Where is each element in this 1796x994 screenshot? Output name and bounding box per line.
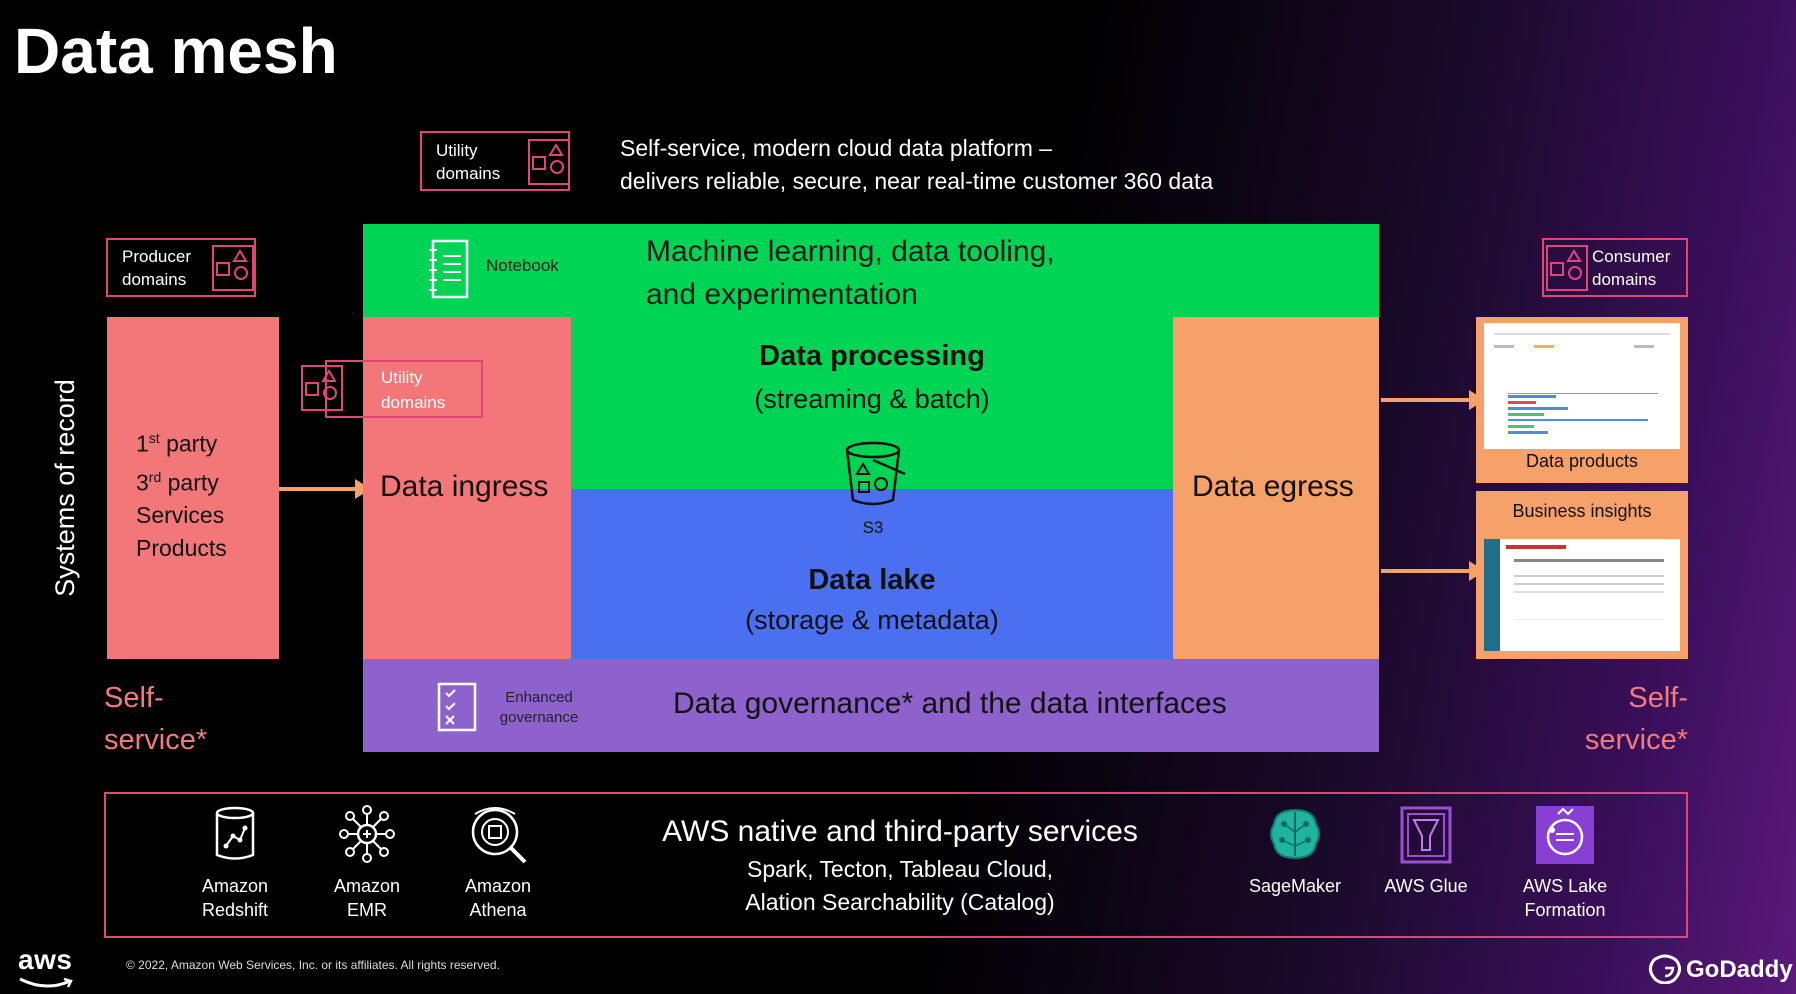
- systems-of-record-box: [107, 317, 279, 659]
- self-service-right: Self- service*: [1560, 677, 1688, 761]
- glue-icon: [1400, 806, 1452, 864]
- data-ingress-label: Data ingress: [380, 470, 549, 503]
- slide-title: Data mesh: [14, 15, 338, 87]
- service-aws-glue: AWS Glue: [1366, 874, 1486, 898]
- tag-label-line1: Consumer: [1592, 247, 1671, 266]
- service-name-line1: Amazon: [464, 876, 532, 896]
- dashboard-thumbnail: [1484, 323, 1680, 449]
- tag-label-line1: Utility: [381, 368, 423, 387]
- source-item: Products: [136, 535, 227, 562]
- governance-label-line2: governance: [499, 709, 579, 726]
- service-name-line2: Athena: [469, 900, 527, 920]
- self-service-line2: service*: [1584, 724, 1688, 756]
- source-item: 3rd party: [136, 468, 219, 496]
- services-panel: [104, 792, 1688, 938]
- self-service-line1: Self-: [1628, 682, 1688, 714]
- data-processing-subtitle: (streaming & batch): [754, 384, 990, 414]
- data-products-card: Data products: [1476, 317, 1688, 483]
- data-ingress-block: [363, 317, 571, 659]
- service-amazon-redshift: Amazon Redshift: [180, 874, 290, 922]
- domain-shapes-icon: [528, 139, 570, 185]
- aws-smile-icon: [19, 977, 73, 988]
- data-lake-subtitle: (storage & metadata): [745, 605, 999, 635]
- lake-formation-icon: [1536, 806, 1594, 864]
- governance-text: Data governance* and the data interfaces: [673, 687, 1227, 720]
- tag-label-line2: domains: [122, 270, 187, 289]
- tag-label-line2: domains: [1592, 270, 1657, 289]
- governance-layer: [363, 659, 1379, 752]
- self-service-line1: Self-: [104, 682, 164, 714]
- domain-shapes-icon: [1546, 245, 1588, 291]
- domain-shapes-icon: [301, 365, 343, 411]
- service-name-line1: Amazon: [333, 876, 401, 896]
- s3-bucket-icon: [845, 441, 906, 506]
- tag-label-line2: domains: [381, 393, 446, 412]
- subtitle-line2: delivers reliable, secure, near real-tim…: [620, 168, 1214, 194]
- data-products-label: Data products: [1525, 451, 1639, 471]
- redshift-icon: [215, 806, 255, 860]
- producer-domains-tag: Producer domains: [106, 238, 256, 297]
- s3-label: S3: [862, 518, 884, 537]
- tag-label-line2: domains: [436, 164, 501, 183]
- platform-description: Self-service, modern cloud data platform…: [620, 132, 1213, 198]
- arrow-to-data-products: [1381, 390, 1485, 410]
- utility-domains-tag-top: Utility domains: [420, 131, 570, 191]
- athena-icon: [471, 807, 527, 864]
- service-sagemaker: SageMaker: [1234, 874, 1356, 898]
- dashboard-thumbnail: [1484, 539, 1680, 651]
- utility-domains-tag-left: Utility domains: [325, 360, 483, 418]
- source-item: Services: [136, 502, 225, 529]
- service-name-line1: Amazon: [201, 876, 269, 896]
- services-line2: Spark, Tecton, Tableau Cloud,: [746, 856, 1054, 882]
- data-egress-label: Data egress: [1192, 470, 1354, 503]
- tag-label-line1: Utility: [436, 141, 478, 160]
- consumer-domains-tag: Consumer domains: [1542, 238, 1688, 297]
- domain-shapes-icon: [212, 245, 254, 291]
- service-name-line1: AWS Lake: [1522, 876, 1608, 896]
- notebook-label: Notebook: [486, 256, 559, 275]
- sagemaker-icon: [1270, 808, 1320, 860]
- arrow-to-business-insights: [1381, 561, 1485, 581]
- ml-line1: Machine learning, data tooling,: [646, 235, 1055, 268]
- governance-label-line1: Enhanced: [505, 689, 573, 706]
- business-insights-label: Business insights: [1512, 501, 1652, 521]
- copyright-text: © 2022, Amazon Web Services, Inc. or its…: [126, 958, 500, 972]
- service-name-line1: AWS Glue: [1384, 876, 1468, 896]
- data-egress-block: [1173, 317, 1379, 659]
- business-insights-card: Business insights: [1476, 491, 1688, 659]
- service-aws-lake-formation: AWS Lake Formation: [1505, 874, 1625, 922]
- data-lake-layer: [571, 489, 1173, 659]
- services-heading: AWS native and third-party services: [662, 815, 1138, 848]
- godaddy-logo: GoDaddy: [1686, 956, 1793, 983]
- services-line3: Alation Searchability (Catalog): [745, 889, 1055, 915]
- service-amazon-emr: Amazon EMR: [312, 874, 422, 922]
- self-service-left: Self- service*: [104, 677, 207, 761]
- data-processing-title: Data processing: [759, 340, 985, 372]
- ml-line2: and experimentation: [646, 278, 918, 311]
- notebook-icon: [429, 239, 469, 299]
- service-name-line2: EMR: [347, 900, 387, 920]
- enhanced-governance-label: Enhanced governance: [490, 688, 588, 728]
- ml-layer-text: Machine learning, data tooling, and expe…: [646, 230, 1055, 316]
- aws-logo: aws: [18, 944, 73, 975]
- self-service-line2: service*: [104, 724, 208, 756]
- service-name-line2: Redshift: [201, 900, 269, 920]
- service-name-line1: SageMaker: [1248, 876, 1342, 896]
- data-lake-title: Data lake: [808, 564, 936, 596]
- godaddy-logo-icon: [1649, 954, 1681, 984]
- source-list: 1st party 3rd party Services Products: [136, 422, 227, 565]
- service-amazon-athena: Amazon Athena: [443, 874, 553, 922]
- source-item: 1st party: [136, 430, 218, 457]
- tag-label-line1: Producer: [122, 247, 191, 266]
- service-name-line2: Formation: [1524, 900, 1606, 920]
- subtitle-line1: Self-service, modern cloud data platform…: [620, 135, 1053, 161]
- arrow-to-ingress: [279, 479, 371, 499]
- emr-icon: [339, 805, 395, 863]
- checklist-icon: [437, 682, 477, 732]
- systems-of-record-label: Systems of record: [50, 379, 80, 597]
